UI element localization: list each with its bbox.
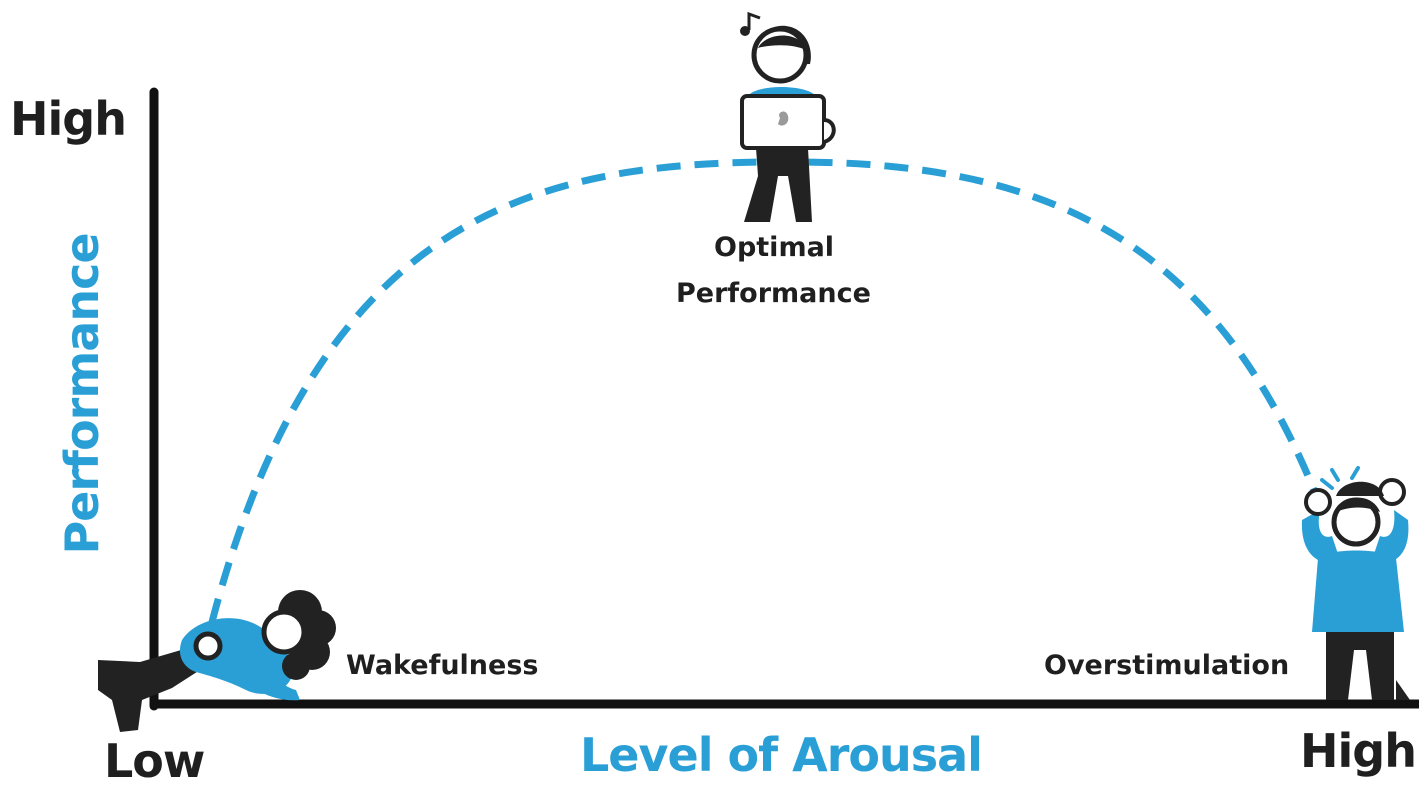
optimal-performance-label-line1: Optimal: [714, 232, 835, 263]
wakefulness-label: Wakefulness: [346, 650, 539, 681]
x-axis-high-label: High: [1300, 724, 1417, 778]
optimal-performance-label-line2: Performance: [676, 278, 871, 309]
lying-person-icon: [98, 590, 336, 732]
y-axis-title: Performance: [55, 233, 109, 555]
y-axis-high-label: High: [10, 92, 127, 146]
stressed-person-icon: [1301, 466, 1410, 700]
person-with-laptop-icon: [740, 11, 836, 222]
x-axis-low-label: Low: [104, 734, 205, 788]
music-note-icon: [740, 11, 761, 36]
performance-curve: [208, 158, 1324, 623]
x-axis-title: Level of Arousal: [580, 728, 983, 782]
overstimulation-label: Overstimulation: [1044, 650, 1290, 681]
